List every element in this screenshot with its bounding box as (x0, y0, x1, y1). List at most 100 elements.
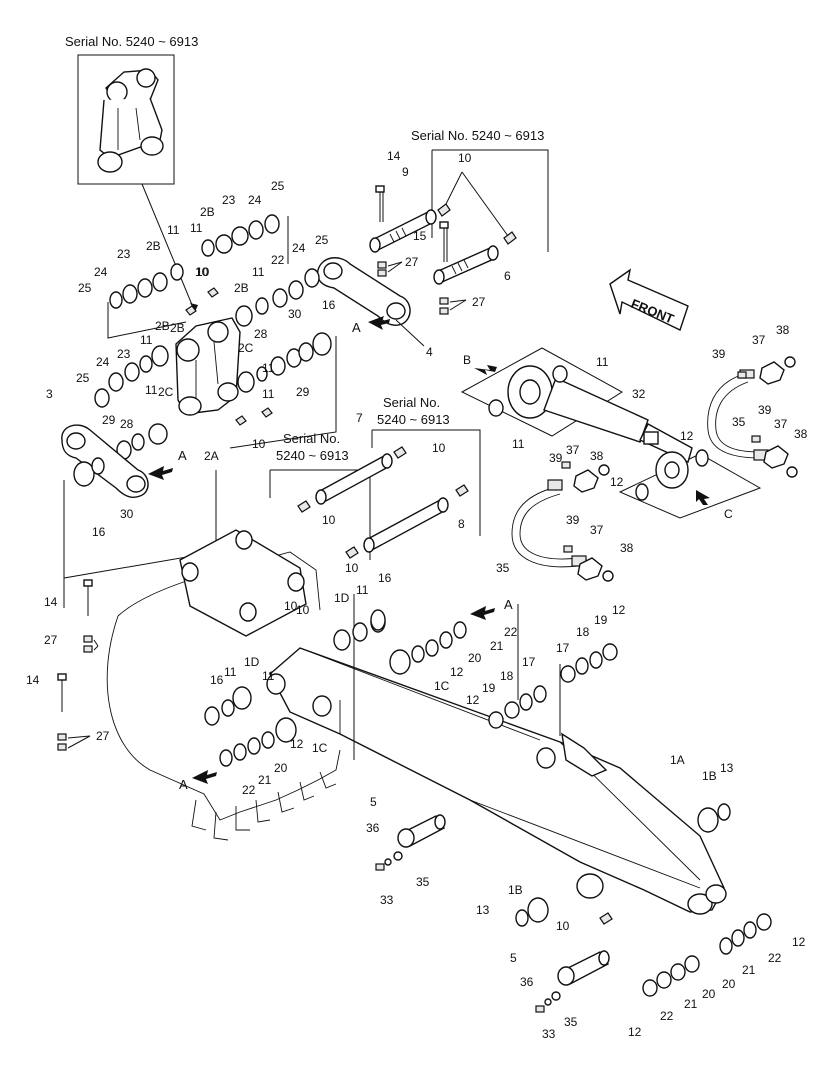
part-label: 37 (590, 523, 604, 537)
part-label: 4 (426, 345, 433, 359)
flange-37-mid (573, 464, 610, 493)
part-label: 12 (680, 429, 694, 443)
part-label: 10 (556, 919, 570, 933)
arm-1a (266, 647, 727, 915)
part-label: 10 (296, 603, 310, 617)
grease-fittings-pins (297, 446, 469, 559)
part-label: 35 (416, 875, 430, 889)
part-label: 29 (102, 413, 116, 427)
part-label: 27 (472, 295, 486, 309)
part-label: 10 (284, 599, 298, 613)
part-label: 11 (190, 221, 203, 235)
part-label: 11 (140, 333, 153, 347)
part-label: 23 (117, 347, 131, 361)
part-label: 20 (468, 651, 482, 665)
arrow-letter-a-right: A (504, 597, 513, 612)
washer-stack-upper (109, 214, 280, 309)
part-label: 21 (684, 997, 698, 1011)
part-label: 12 (466, 693, 480, 707)
part-label: 17 (556, 641, 570, 655)
part-label: 1C (434, 679, 450, 693)
washer-13-upper (717, 803, 731, 821)
pin-5-upper (397, 814, 446, 848)
part-label: 12 (792, 935, 806, 949)
part-label: 10 (458, 151, 472, 165)
part-label: 1C (312, 741, 328, 755)
part-label: 10 (432, 441, 446, 455)
serial-label-mid-b-line2: 5240 ~ 6913 (377, 412, 450, 427)
part-label: 33 (542, 1027, 556, 1041)
part-label: 25 (271, 179, 285, 193)
part-label: 16 (322, 298, 336, 312)
part-label: 14 (387, 149, 401, 163)
serial-label-mid-a-line1: Serial No. (283, 431, 340, 446)
part-label: 7 (356, 411, 363, 425)
serial-label-mid-a-line2: 5240 ~ 6913 (276, 448, 349, 463)
bushing-1b-lower (527, 897, 549, 923)
link-4 (316, 257, 411, 326)
part-label: 16 (210, 673, 224, 687)
part-label: 5 (510, 951, 517, 965)
part-label: 24 (248, 193, 262, 207)
part-label: 2C (238, 341, 254, 355)
part-label: 21 (742, 963, 756, 977)
seal-12-b (635, 483, 649, 501)
part-label: 14 (44, 595, 58, 609)
part-label: 22 (242, 783, 256, 797)
part-label: 13 (720, 761, 734, 775)
part-label: 3 (46, 387, 53, 401)
arrow-a-right (470, 606, 495, 620)
part-label: 29 (296, 385, 310, 399)
part-label: 39 (566, 513, 580, 527)
arrow-letter-a-top: A (352, 320, 361, 335)
link-2a (175, 317, 241, 416)
part-label: 2A (204, 449, 219, 463)
part-label: 21 (490, 639, 504, 653)
part-number-labels: 14 9 10 15 27 6 27 4 25 24 23 2B 11 11 2… (26, 149, 808, 1041)
part-label: 11 (252, 265, 265, 279)
part-label: 10 (252, 437, 266, 451)
part-label: 38 (794, 427, 808, 441)
bucket-link-bracket (179, 529, 307, 637)
nuts-27-top (377, 261, 449, 315)
part-label: 35 (732, 415, 746, 429)
part-label: 37 (752, 333, 766, 347)
part-label: 22 (271, 253, 285, 267)
part-label: 14 (26, 673, 40, 687)
part-label: 19 (482, 681, 496, 695)
part-label: 11 (262, 361, 275, 375)
flange-37-upper-right (759, 356, 796, 385)
part-label: 22 (768, 951, 782, 965)
part-label: 6 (504, 269, 511, 283)
part-label: 23 (117, 247, 131, 261)
pin-7 (363, 497, 449, 553)
part-label: 12 (610, 475, 624, 489)
grease-fitting-10-b (503, 231, 517, 245)
part-label: 32 (632, 387, 646, 401)
part-label: 10 (196, 265, 210, 279)
part-label: 10 (195, 265, 209, 279)
washers-bottom-right (642, 913, 772, 997)
part-label: 16 (378, 571, 392, 585)
serial-label-top-left: Serial No. 5240 ~ 6913 (65, 34, 198, 49)
arrow-letter-b: B (463, 353, 471, 367)
part-label: 24 (292, 241, 306, 255)
arrow-a-bottom (192, 770, 217, 784)
serial-box-top-right (431, 149, 549, 252)
part-label: 12 (290, 737, 304, 751)
part-label: 1D (334, 591, 350, 605)
bracket-mid (229, 336, 337, 449)
flange-37-right (763, 445, 798, 478)
inset-leader-arrow (190, 303, 198, 312)
arrow-letter-c: C (724, 507, 733, 521)
part-label: 2B (170, 321, 185, 335)
arrow-a-left (148, 466, 173, 480)
bracket-upper (107, 216, 289, 339)
part-label: 17 (522, 655, 536, 669)
part-label: 1B (702, 769, 717, 783)
serial-label-top-right: Serial No. 5240 ~ 6913 (411, 128, 544, 143)
cylinder-frame (460, 347, 623, 437)
part-label: 18 (500, 669, 514, 683)
bolt-14-left-a (83, 579, 93, 653)
